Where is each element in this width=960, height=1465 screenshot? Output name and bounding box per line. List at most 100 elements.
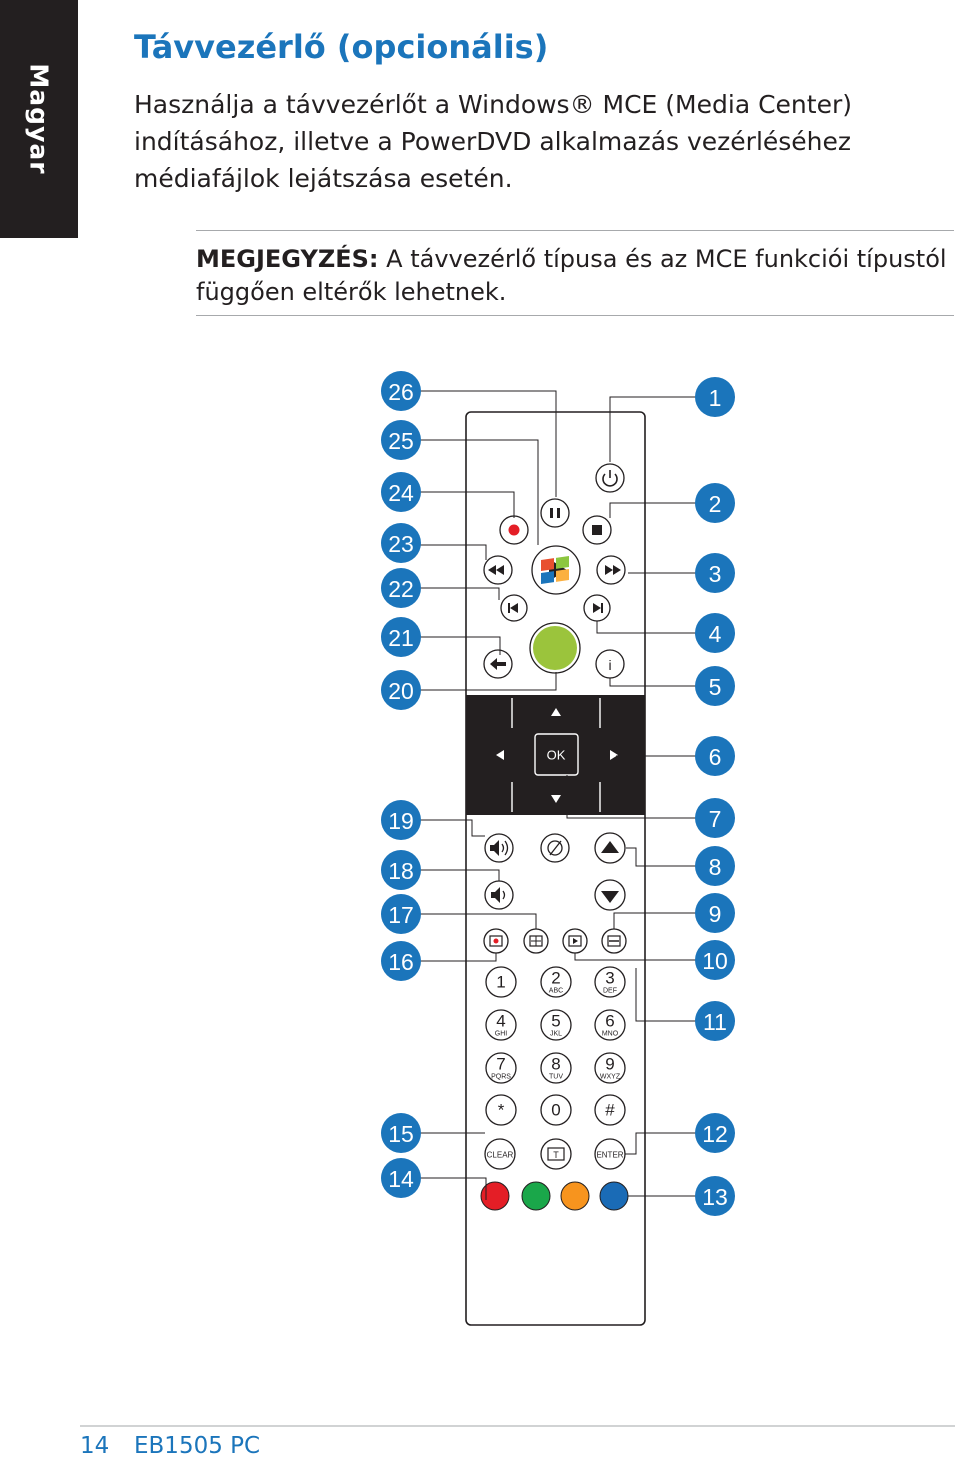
callout-number: 17	[388, 902, 414, 928]
leader-line	[613, 912, 735, 929]
skip-back-icon	[508, 603, 510, 613]
recorded-tv-icon	[568, 935, 582, 947]
windows-logo-icon	[556, 556, 569, 569]
model-name: EB1505 PC	[134, 1433, 261, 1459]
keypad-button-3	[594, 966, 626, 998]
keypad-button-4	[485, 1009, 517, 1041]
page-number: 14	[80, 1433, 110, 1459]
fast-forward-icon	[605, 565, 613, 575]
callout-badge	[695, 798, 735, 838]
power-icon	[602, 473, 618, 487]
volume-up-icon	[501, 840, 509, 856]
back-arrow-icon	[490, 658, 497, 670]
pause-icon	[550, 508, 553, 518]
live-tv-dot-icon	[493, 938, 499, 944]
keypad-letters: WXYZ	[600, 1074, 621, 1081]
keypad-digit: 8	[551, 1055, 560, 1074]
nav-down-arrow-icon	[551, 795, 561, 803]
leader-line	[420, 953, 497, 962]
keypad-letters: JKL	[550, 1031, 562, 1038]
keypad-letters: PQRS	[491, 1074, 511, 1081]
enter-button-label: ENTER	[596, 1151, 623, 1160]
callout-number: 14	[388, 1166, 414, 1192]
callout-badge	[695, 483, 735, 523]
leader-line	[420, 544, 487, 560]
nav-left-arrow-icon	[496, 750, 504, 760]
note-text: A távvezérlő típusa és az MCE funkciói t…	[196, 245, 947, 306]
intro-paragraph: Használja a távvezérlőt a Windows® MCE (…	[134, 90, 852, 193]
keypad-button-1	[485, 966, 517, 998]
callout-badge	[381, 850, 421, 890]
nav-up-arrow-icon	[551, 708, 561, 716]
keypad-button-8	[540, 1052, 572, 1084]
rewind-icon	[488, 565, 496, 575]
leader-line	[420, 913, 537, 929]
callout-number: 4	[709, 621, 722, 647]
pause-button	[540, 498, 570, 528]
keypad-button-12	[594, 1094, 626, 1126]
keypad-digit: 6	[605, 1012, 614, 1031]
windows-logo-icon	[541, 571, 554, 584]
channel-down-icon	[601, 891, 619, 903]
leader-line	[625, 1132, 735, 1155]
leader-line	[420, 672, 557, 691]
keypad-digit: 9	[605, 1055, 614, 1074]
footer-divider	[80, 1425, 955, 1427]
windows-logo-icon	[541, 558, 554, 571]
record-icon	[508, 524, 520, 536]
callout-number: 9	[709, 901, 722, 927]
keypad-button-9	[594, 1052, 626, 1084]
keypad-digit: 2	[551, 969, 560, 988]
callout-badge	[381, 941, 421, 981]
windows-start-button-fill	[533, 626, 577, 670]
skip-forward-icon	[593, 603, 601, 613]
callout-number: 8	[709, 854, 722, 880]
callout-badge	[381, 371, 421, 411]
callout-number: 26	[388, 379, 414, 405]
callout-number: 6	[709, 744, 722, 770]
windows-logo-icon	[556, 569, 569, 582]
callout-badge	[695, 1001, 735, 1041]
section-title: Távvezérlő (opcionális)	[134, 28, 549, 66]
callout-badge	[695, 553, 735, 593]
leader-line	[420, 1177, 487, 1200]
callout-number: 11	[703, 1009, 727, 1035]
callout-badge	[381, 523, 421, 563]
ok-button	[534, 733, 579, 776]
callout-number: 1	[709, 385, 722, 411]
callout-number: 25	[388, 428, 414, 454]
callout-badge	[695, 893, 735, 933]
callout-badge	[381, 800, 421, 840]
callout-number: 16	[388, 949, 414, 975]
skip-back-icon	[510, 603, 518, 613]
keypad-digit: *	[498, 1101, 505, 1120]
keypad-digit: 1	[496, 973, 505, 992]
clear-button-label: CLEAR	[487, 1151, 514, 1160]
leader-line	[574, 953, 735, 961]
keypad-letters: GHI	[495, 1031, 508, 1038]
keypad-digit: 7	[496, 1055, 505, 1074]
keypad-letters: TUV	[549, 1074, 563, 1081]
green-button	[521, 1181, 551, 1211]
keypad-digit: 5	[551, 1012, 560, 1031]
callout-number: 18	[388, 858, 414, 884]
keypad-letters: ABC	[549, 988, 563, 995]
callout-number: 22	[388, 576, 414, 602]
skip-forward-icon	[601, 603, 603, 613]
callout-badge	[695, 613, 735, 653]
keypad-letters: DEF	[603, 988, 617, 995]
mute-icon	[547, 840, 563, 856]
callout-badge	[381, 1113, 421, 1153]
fast-forward-icon	[613, 565, 621, 575]
callout-badge	[695, 377, 735, 417]
callout-number: 7	[709, 806, 722, 832]
leader-line	[420, 819, 485, 837]
keypad-digit: 4	[496, 1012, 505, 1031]
keypad-button-7	[485, 1052, 517, 1084]
callout-number: 2	[709, 491, 722, 517]
volume-up-icon	[490, 840, 499, 856]
teletext-icon-label: T	[553, 1150, 559, 1160]
keypad-digit: #	[605, 1101, 615, 1120]
callout-number: 21	[388, 625, 414, 651]
